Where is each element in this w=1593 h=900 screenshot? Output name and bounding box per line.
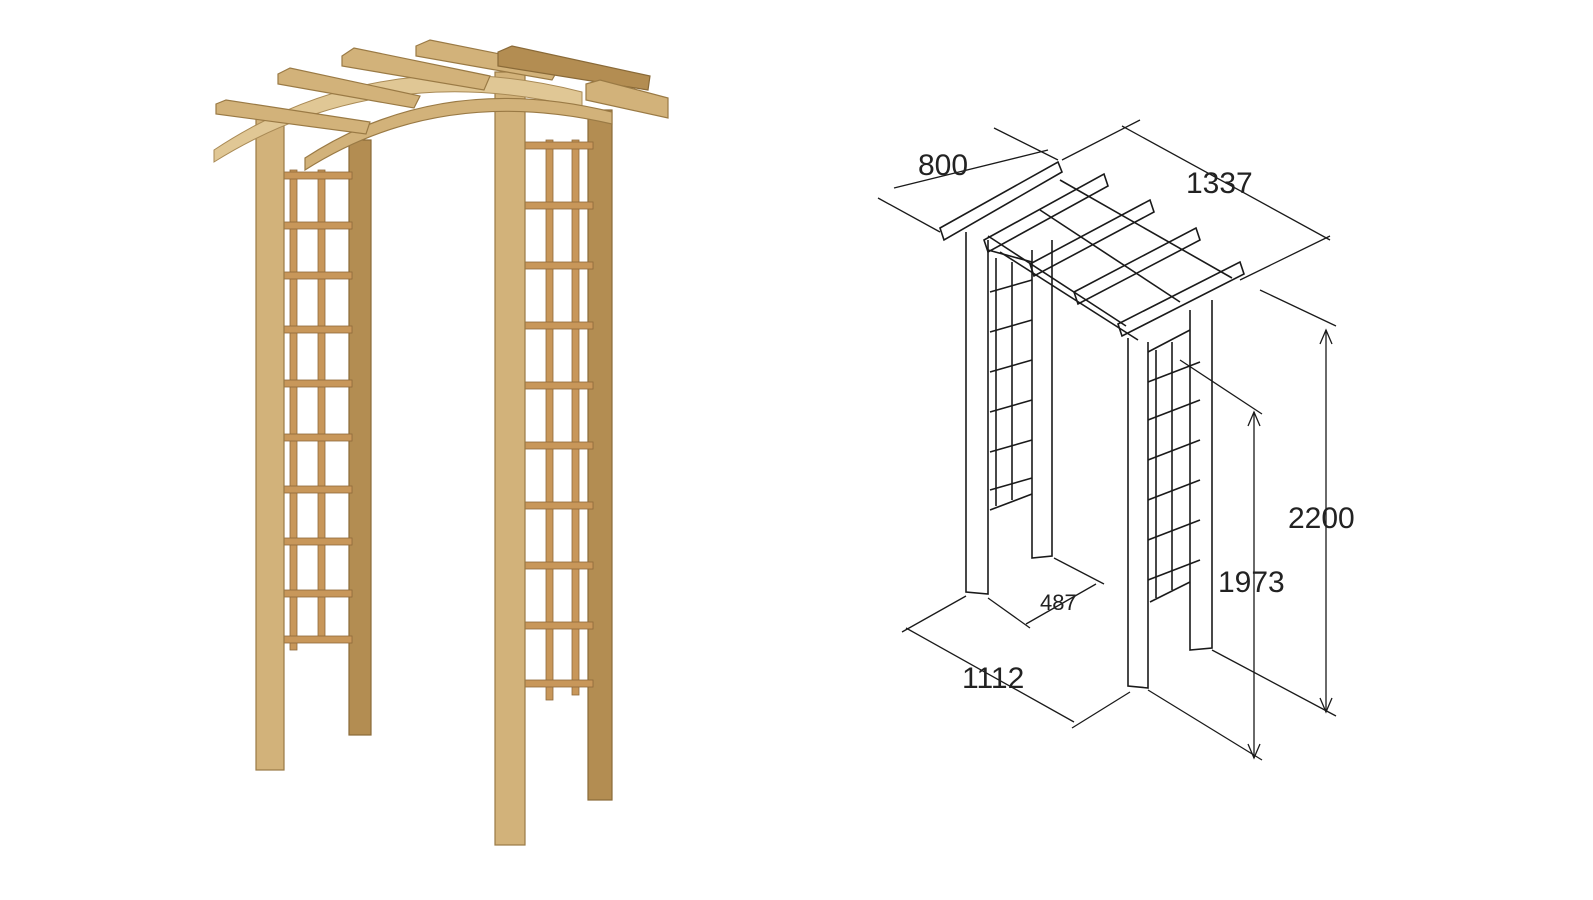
post-back-right (587, 109, 613, 801)
dimension-post-depth: 487 (987, 557, 1105, 629)
drawing-right-frame (1127, 300, 1213, 689)
top-crossbeams (215, 39, 669, 135)
wooden-arch-photo (213, 39, 669, 846)
label-top-depth: 800 (918, 149, 968, 182)
label-total-height: 2200 (1288, 502, 1355, 535)
technical-drawing: 800 1337 2200 1973 (877, 119, 1355, 761)
drawing-left-frame (965, 232, 1053, 595)
label-top-length: 1337 (1186, 167, 1253, 200)
label-base-width: 1112 (962, 662, 1024, 695)
dimension-base-width: 1112 (901, 595, 1131, 729)
label-passage-height: 1973 (1218, 566, 1285, 599)
dimension-top-depth: 800 (877, 127, 1059, 233)
post-front-left (255, 114, 285, 771)
dimension-total-height: 2200 (1211, 289, 1355, 717)
label-post-depth: 487 (1040, 590, 1077, 615)
lattice-right (524, 139, 594, 701)
dimension-passage-height: 1973 (1147, 359, 1285, 761)
dimension-top-length: 1337 (1061, 119, 1331, 281)
post-front-right (494, 71, 526, 846)
lattice-left (277, 169, 353, 651)
